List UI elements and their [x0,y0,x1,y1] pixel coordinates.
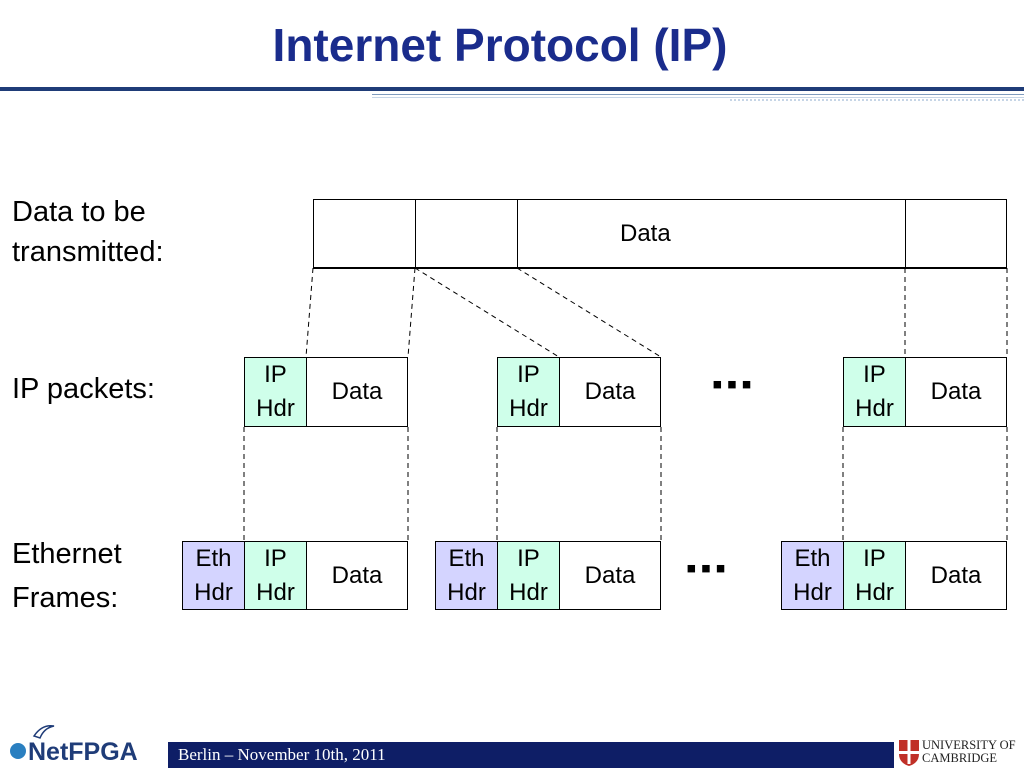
netfpga-logo: NetFPGA [10,724,138,766]
title-rule-thin [372,94,1024,95]
slide-title: Internet Protocol (IP) [272,19,728,71]
ellipsis: ▪▪▪ [686,552,730,585]
data-segment [517,199,906,269]
packet-data: Data [905,357,1007,427]
title-rule-dots [730,99,1024,101]
data-label: Data [620,220,671,247]
footer-bar: Berlin – November 10th, 2011 [168,742,894,768]
frame-data: Data [905,541,1007,610]
packet-data: Data [559,357,661,427]
packet-data: Data [306,357,408,427]
connector-line [414,267,560,358]
cambridge-logo: UNIVERSITY OF CAMBRIDGE [896,738,1024,768]
connector-line [407,267,416,358]
label-line: Frames: [12,582,119,614]
netfpga-logo-swoosh [32,724,55,739]
title-rule-thin-light [372,97,1024,98]
label-data-to-be-transmitted: Data to be transmitted: [12,192,164,272]
label-line: transmitted: [12,236,164,268]
data-segment [905,199,1007,269]
footer-text: Berlin – November 10th, 2011 [178,745,386,764]
title-rule [0,87,1024,91]
frame-data: Data [559,541,661,610]
ellipsis: ▪▪▪ [712,368,756,401]
cambridge-logo-line: CAMBRIDGE [922,751,998,765]
cambridge-logo-line: UNIVERSITY OF [922,738,1016,752]
connector-line [305,267,314,358]
label-line: Ethernet [12,538,122,570]
label-line: Data to be [12,196,146,228]
data-segment [313,199,416,269]
connector-line [516,267,662,358]
netfpga-logo-text: NetFPGA [28,738,138,766]
label-ip-packets: IP packets: [12,373,155,405]
cambridge-crest-icon [899,740,919,766]
label-ethernet-frames: Ethernet Frames: [12,532,122,620]
netfpga-logo-dot [10,743,26,759]
frame-data: Data [306,541,408,610]
data-segment [415,199,518,269]
